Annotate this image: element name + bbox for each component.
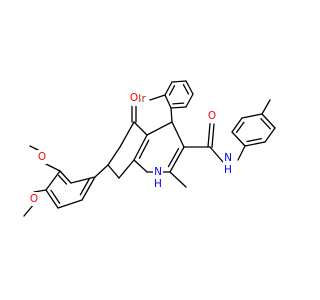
bond-c3-c2 bbox=[169, 146, 185, 173]
bond-aryl-3 bbox=[171, 80, 187, 83]
amide-nitrogen-label: N bbox=[224, 152, 232, 164]
bond-dmp-6-second bbox=[79, 177, 91, 196]
bond-aryl-4-second bbox=[182, 84, 190, 95]
bond-aryl-4 bbox=[185, 80, 194, 95]
bond-tolyl-1 bbox=[231, 131, 246, 147]
bond-aryl-1 bbox=[164, 94, 172, 109]
ketone-oxygen-label-background bbox=[129, 91, 139, 105]
bond-c4a-c5 bbox=[133, 121, 148, 136]
amide-nitrogen-label-background bbox=[223, 151, 233, 165]
bond-c4-c3 bbox=[171, 121, 185, 148]
bond-aryl-2 bbox=[164, 81, 173, 96]
bond-dmp-4-second bbox=[50, 189, 61, 204]
amide-oxygen-label: O bbox=[208, 110, 216, 122]
amide-oxygen-label-background bbox=[207, 109, 217, 123]
bond-c7-aryl bbox=[94, 164, 109, 178]
bond-c8-c8a bbox=[118, 159, 135, 179]
bond-c4-c4a bbox=[146, 121, 173, 136]
bond-aryl-5 bbox=[185, 93, 194, 108]
bond-aryl-c4 bbox=[170, 107, 173, 123]
amide-hydrogen-label: H bbox=[224, 164, 232, 176]
bond-c-br bbox=[149, 94, 166, 101]
bond-dmp-3 bbox=[45, 170, 61, 191]
bond-c5-c6 bbox=[119, 121, 135, 148]
bond-amide-oxygen-second bbox=[207, 123, 211, 148]
bond-tolyl-methyl bbox=[261, 99, 271, 115]
bond-layer bbox=[23, 80, 276, 217]
bond-aryl-6 bbox=[170, 106, 187, 109]
ring-nitrogen-label: N bbox=[154, 166, 162, 178]
bond-dmp-2-second bbox=[57, 174, 68, 185]
bond-dmp-1 bbox=[70, 176, 96, 184]
ketone-oxygen-label: O bbox=[130, 92, 138, 104]
bond-o-aryl-2 bbox=[33, 189, 47, 193]
bond-tolyl-4 bbox=[261, 113, 276, 129]
methoxy-oxygen-2-label-background bbox=[29, 192, 39, 206]
bond-c3-c2-second bbox=[167, 147, 180, 168]
ring-hydrogen-label: H bbox=[154, 178, 162, 190]
bond-aryl-6-second bbox=[172, 102, 185, 105]
bond-dmp-4 bbox=[45, 189, 59, 209]
bond-tolyl-5 bbox=[264, 127, 276, 143]
bond-tolyl-3 bbox=[241, 113, 263, 119]
bond-tolyl-2 bbox=[231, 117, 243, 133]
bond-tolyl-6 bbox=[244, 141, 266, 147]
bond-c6-c7 bbox=[107, 146, 121, 166]
methoxy-oxygen-1-label-background bbox=[37, 150, 47, 164]
amide-hydrogen-label-background bbox=[223, 163, 233, 177]
ring-hydrogen-label-background bbox=[153, 177, 163, 191]
bond-c8a-c4a-second bbox=[138, 139, 150, 159]
bond-dmp-5 bbox=[57, 199, 83, 209]
bond-n1-c8a bbox=[133, 159, 148, 173]
bond-tolyl-6-second bbox=[246, 137, 263, 143]
ring-nitrogen-label-background bbox=[153, 165, 163, 179]
bond-dmp-6 bbox=[81, 176, 96, 201]
bond-amide-oxygen bbox=[211, 123, 215, 148]
bond-aryl-2-second bbox=[168, 85, 176, 96]
bond-amide-n bbox=[209, 146, 224, 163]
bond-n-tolyl bbox=[237, 145, 246, 161]
bond-c8a-c4a bbox=[133, 134, 148, 161]
bond-c7-c8 bbox=[107, 164, 120, 179]
bond-tolyl-2-second bbox=[236, 121, 245, 134]
bond-tolyl-4-second bbox=[260, 118, 271, 130]
bond-methyl bbox=[169, 171, 187, 188]
methoxy-oxygen-2-label: O bbox=[30, 193, 38, 205]
methoxy-oxygen-1-label: O bbox=[38, 151, 46, 163]
bond-dmp-2 bbox=[59, 170, 72, 184]
